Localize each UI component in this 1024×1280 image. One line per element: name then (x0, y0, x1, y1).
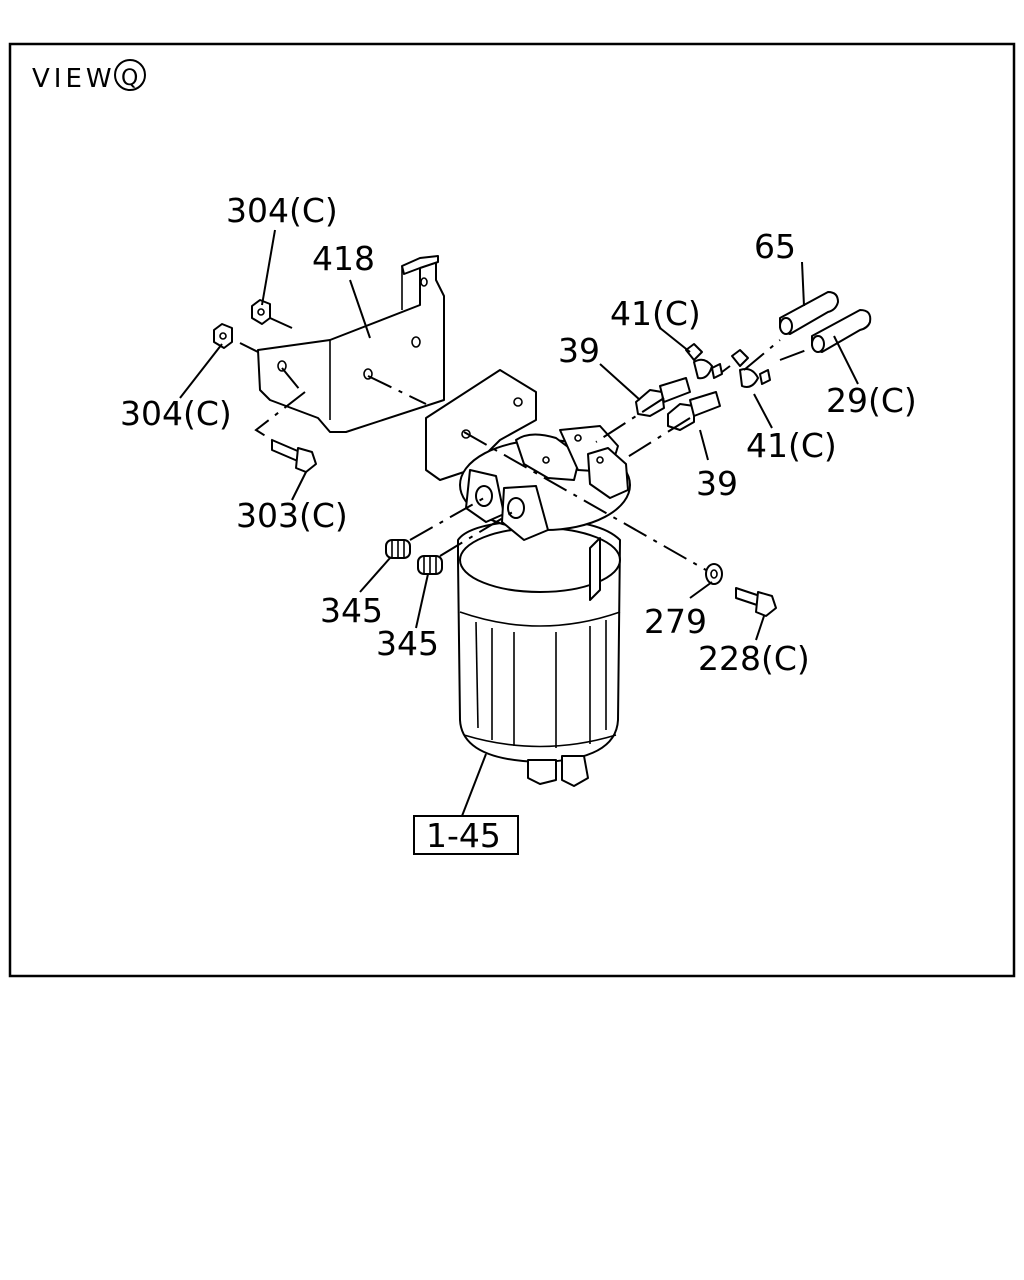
label-65: 65 (754, 227, 796, 266)
assembly-ref-box: 1-45 (413, 815, 519, 855)
label-228c: 228(C) (698, 639, 810, 678)
bolt-303 (271, 439, 317, 473)
label-303c: 303(C) (236, 496, 348, 535)
hose-29 (811, 309, 872, 353)
fuel-filter-assembly-1-45 (425, 369, 631, 787)
bracket-418 (257, 255, 445, 433)
diagram-frame (8, 42, 1016, 978)
bolt-228 (735, 587, 777, 617)
label-279: 279 (644, 602, 707, 641)
label-39-top: 39 (558, 331, 600, 370)
label-345-a: 345 (320, 591, 383, 630)
insert-345-a (385, 539, 411, 559)
insert-345-b (417, 555, 443, 575)
label-1-45: 1-45 (426, 816, 501, 855)
label-39-right: 39 (696, 464, 738, 503)
label-41c-right: 41(C) (746, 426, 837, 465)
view-title: VIEW (32, 64, 116, 94)
label-304c-left: 304(C) (120, 394, 232, 433)
clip-41-right (731, 349, 771, 388)
nut-304-top (251, 299, 271, 325)
hose-65 (779, 291, 839, 335)
connector-39-right (667, 391, 721, 431)
connector-39-top (635, 377, 691, 417)
view-marker-icon: Q (114, 59, 146, 91)
assembly-lines (239, 317, 813, 571)
label-29c: 29(C) (826, 381, 917, 420)
label-304c-top: 304(C) (226, 191, 338, 230)
leader-lines (179, 229, 859, 817)
washer-279 (705, 563, 723, 585)
nut-304-left (213, 323, 233, 349)
clip-41-top (685, 343, 723, 380)
label-345-b: 345 (376, 624, 439, 663)
label-41c-top: 41(C) (610, 294, 701, 333)
svg-text:Q: Q (121, 66, 138, 91)
label-418: 418 (312, 239, 375, 278)
